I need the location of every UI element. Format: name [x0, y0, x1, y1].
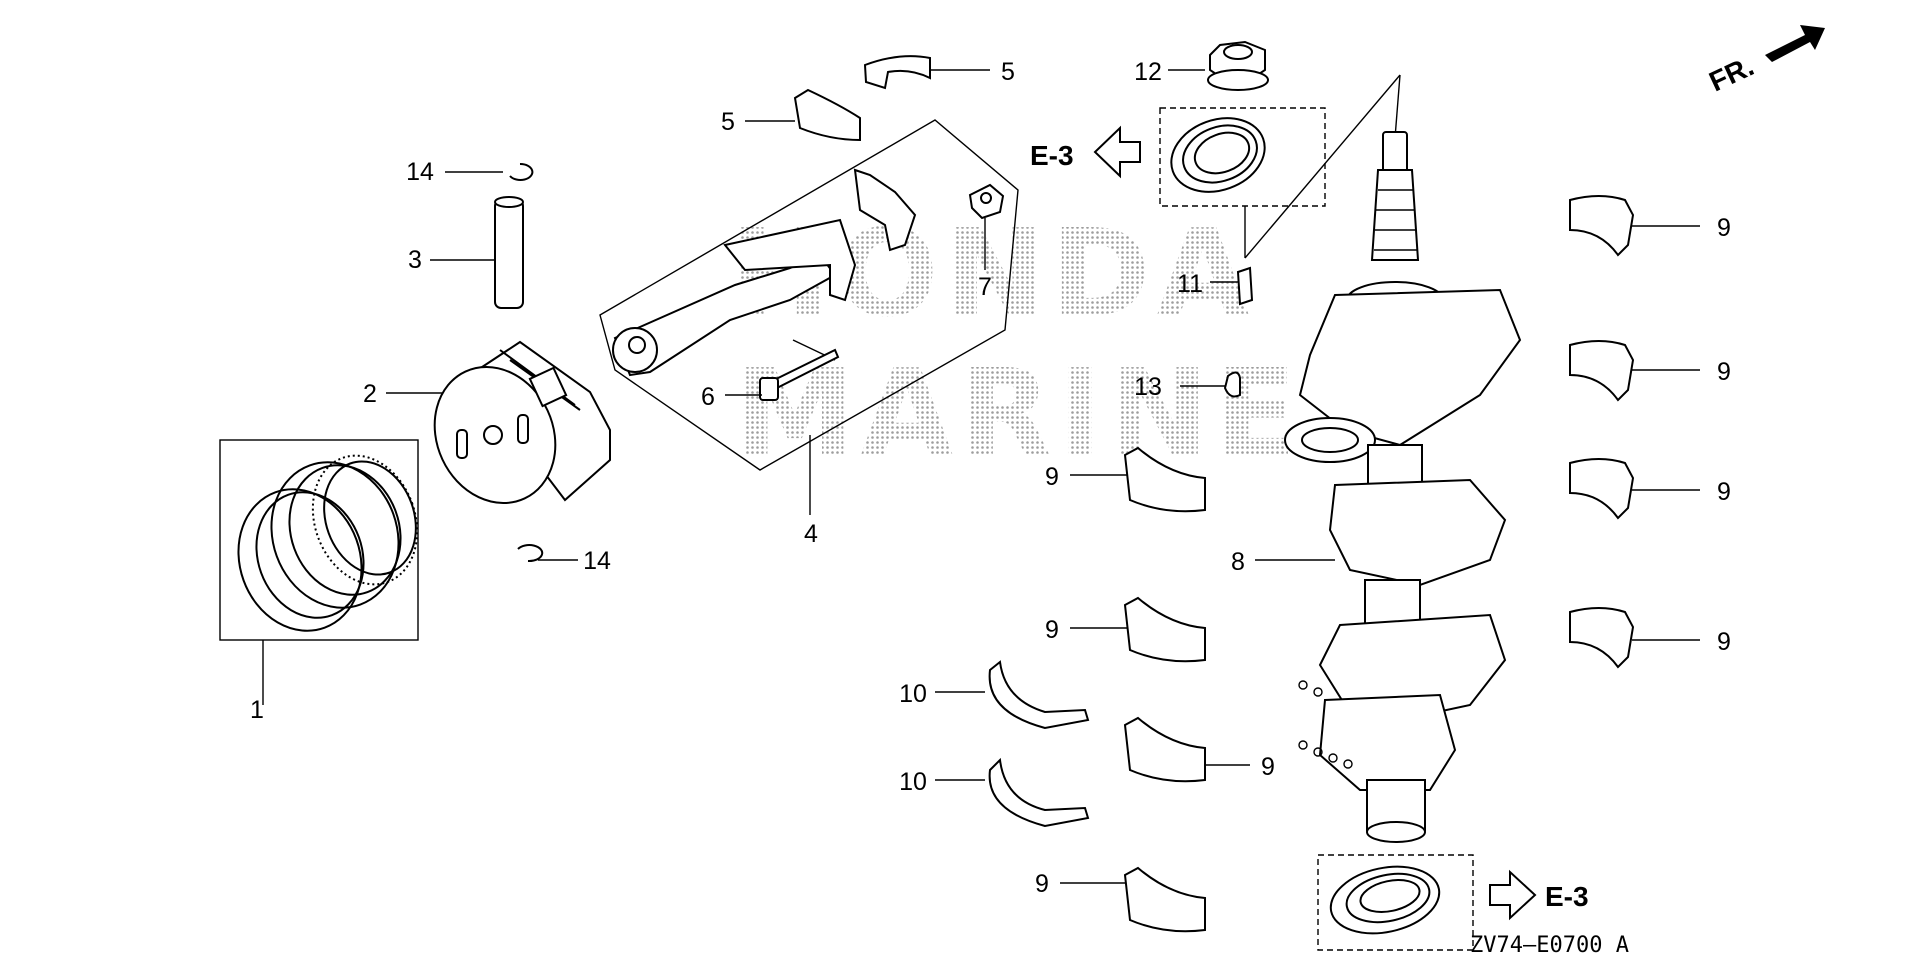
- callout-9-left-2: 9: [1045, 616, 1059, 644]
- thrust-washer-2[interactable]: [935, 757, 1090, 828]
- reference-top[interactable]: E-3: [1030, 125, 1141, 179]
- crankshaft[interactable]: [1255, 131, 1522, 843]
- callout-9-right-1: 9: [1717, 214, 1731, 242]
- callout-7: 7: [978, 273, 992, 301]
- oil-seal-upper[interactable]: [1159, 74, 1401, 259]
- callout-13: 13: [1134, 373, 1162, 401]
- main-bearing-right-4[interactable]: [1569, 607, 1700, 669]
- oil-seal-lower[interactable]: [1317, 854, 1474, 951]
- main-bearing-left-3[interactable]: [1123, 716, 1250, 783]
- callout-5-lower: 5: [721, 108, 735, 136]
- reference-top-label: E-3: [1030, 140, 1074, 171]
- main-bearing-left-1[interactable]: [1070, 446, 1206, 513]
- connecting-rod-nut[interactable]: [968, 183, 1005, 270]
- oil-holes: [1298, 680, 1353, 769]
- crankshaft-nut[interactable]: [1168, 40, 1269, 91]
- callout-8: 8: [1231, 548, 1245, 576]
- reference-bottom[interactable]: E-3: [1489, 869, 1589, 921]
- crankshaft-key[interactable]: [1210, 266, 1254, 306]
- reference-bottom-label: E-3: [1545, 881, 1589, 912]
- main-bearing-left-4[interactable]: [1060, 866, 1206, 933]
- callout-6: 6: [701, 383, 715, 411]
- callout-4: 4: [804, 520, 818, 548]
- callout-9-left-3: 9: [1261, 753, 1275, 781]
- watermark: HONDA MARINE: [730, 205, 1303, 484]
- direction-indicator: FR.: [1704, 25, 1825, 97]
- callout-12: 12: [1134, 58, 1162, 86]
- direction-label: FR.: [1704, 50, 1758, 97]
- piston-pin-clip-upper[interactable]: [445, 162, 534, 181]
- diagram-code: ZV74—E0700 A: [1470, 933, 1629, 958]
- callout-10-lower: 10: [899, 768, 927, 796]
- piston-rings[interactable]: [219, 439, 435, 705]
- callout-9-right-4: 9: [1717, 628, 1731, 656]
- callout-9-left-4: 9: [1035, 870, 1049, 898]
- connecting-rod-bolt[interactable]: [725, 348, 840, 401]
- watermark-line-2: MARINE: [735, 345, 1303, 484]
- callout-10-upper: 10: [899, 680, 927, 708]
- callout-9-right-3: 9: [1717, 478, 1731, 506]
- main-bearing-left-2[interactable]: [1070, 596, 1206, 663]
- connecting-rod-assembly[interactable]: [599, 119, 1019, 515]
- callout-5-top: 5: [1001, 58, 1015, 86]
- callout-14-upper: 14: [406, 158, 434, 186]
- piston-pin-clip-lower[interactable]: [517, 544, 578, 563]
- reference-arrow-icon: [1093, 125, 1141, 179]
- reference-arrow-icon: [1489, 869, 1537, 921]
- callout-14-lower: 14: [583, 547, 611, 575]
- callout-9-right-2: 9: [1717, 358, 1731, 386]
- piston-pin[interactable]: [430, 196, 524, 309]
- main-bearing-right-3[interactable]: [1569, 458, 1700, 520]
- direction-arrow-icon: [1765, 25, 1825, 62]
- rod-bearing-lower[interactable]: [745, 88, 861, 142]
- callout-3: 3: [408, 246, 422, 274]
- thrust-washer-1[interactable]: [935, 660, 1090, 730]
- callout-11: 11: [1177, 270, 1203, 298]
- main-bearing-right-2[interactable]: [1569, 340, 1700, 402]
- callout-2: 2: [363, 380, 377, 408]
- rod-bearing-top[interactable]: [863, 55, 990, 90]
- callout-1: 1: [250, 696, 264, 724]
- woodruff-key[interactable]: [1180, 371, 1241, 398]
- piston[interactable]: [386, 340, 611, 523]
- callout-9-left-1: 9: [1045, 463, 1059, 491]
- main-bearing-right-1[interactable]: [1569, 195, 1700, 257]
